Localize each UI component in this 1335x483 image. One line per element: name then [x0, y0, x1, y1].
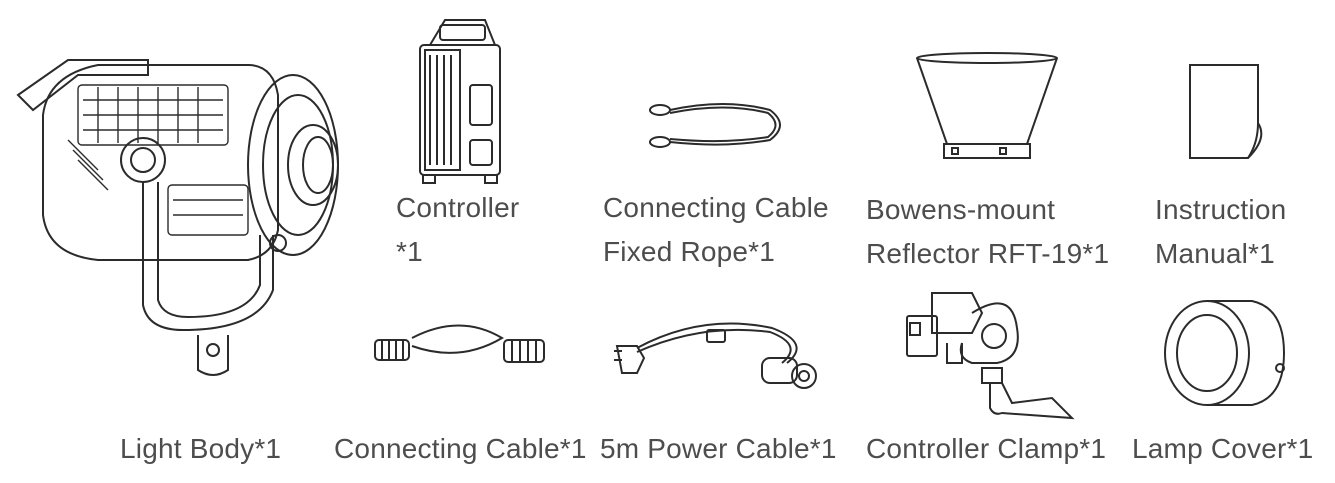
lamp-cover-illustration: [1162, 298, 1287, 408]
controller-clamp-label: Controller Clamp*1: [866, 433, 1107, 464]
controller-clamp-illustration: [902, 288, 1077, 423]
light-body-illustration: [8, 55, 353, 400]
reflector-label-line1: Bowens-mount: [866, 194, 1056, 225]
reflector-label-line2: Reflector RFT-19*1: [866, 238, 1110, 269]
controller-illustration: [415, 15, 505, 185]
connecting-cable-illustration: [372, 318, 547, 376]
controller-label-line2: *1: [396, 236, 423, 267]
reflector-illustration: [912, 52, 1062, 162]
lamp-cover-label: Lamp Cover*1: [1132, 433, 1314, 464]
power-cable-label: 5m Power Cable*1: [600, 433, 837, 464]
power-cable-illustration: [612, 318, 817, 393]
fixed-rope-illustration: [645, 100, 790, 155]
manual-label-line2: Manual*1: [1155, 238, 1275, 269]
manual-illustration: [1188, 63, 1268, 163]
connecting-cable-label: Connecting Cable*1: [334, 433, 587, 464]
controller-label-line1: Controller: [396, 192, 520, 223]
light-body-label: Light Body*1: [120, 433, 282, 464]
fixed-rope-label-line2: Fixed Rope*1: [603, 236, 776, 267]
manual-label-line1: Instruction: [1155, 194, 1287, 225]
fixed-rope-label-line1: Connecting Cable: [603, 192, 829, 223]
